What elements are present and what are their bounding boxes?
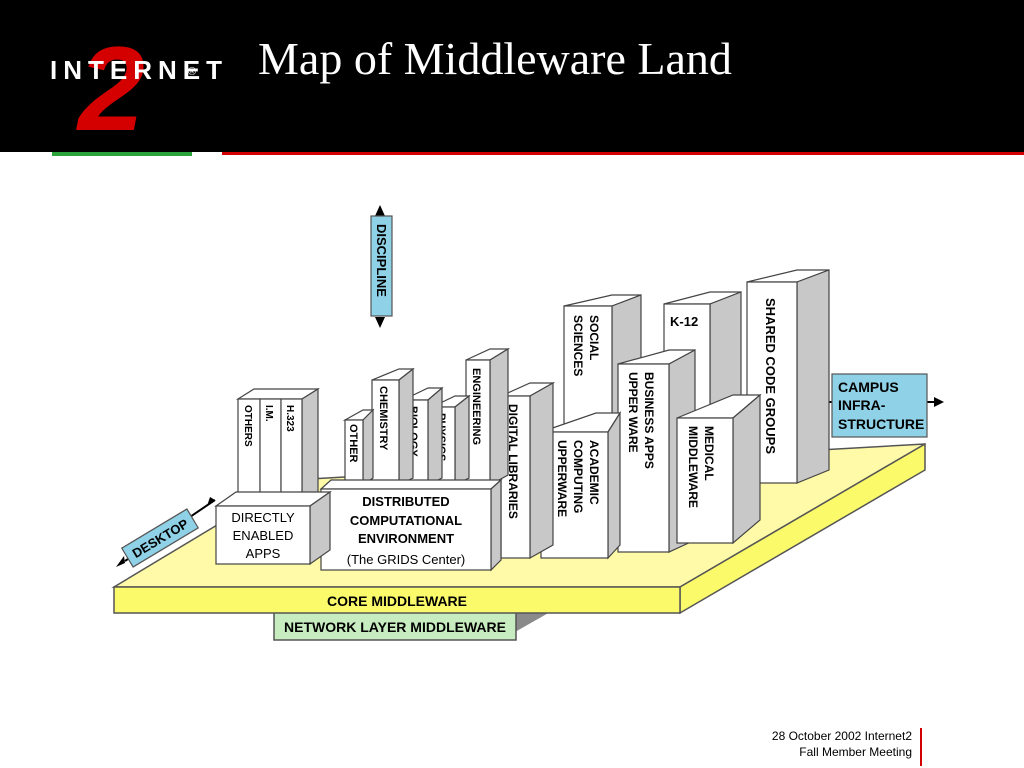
core-middleware-label: CORE MIDDLEWARE <box>327 593 467 609</box>
medical-label-line2: MIDDLEWARE <box>686 426 700 508</box>
social-label-line2: SCIENCES <box>571 315 585 376</box>
core-middleware-slab <box>113 586 681 614</box>
logo-wordmark: INTERNET <box>50 55 228 85</box>
directly-enabled-apps-block: DIRECTLY ENABLED APPS <box>214 490 332 566</box>
digital-libraries-label: DIGITAL LIBRARIES <box>506 404 520 519</box>
logo-numeral-shape: 2 <box>76 22 145 156</box>
directly-label-line1: DIRECTLY <box>231 510 295 525</box>
academic-label-line2: COMPUTING <box>571 440 585 513</box>
distributed-label-line4: (The GRIDS Center) <box>347 552 465 567</box>
footer-accent-bar <box>920 728 922 766</box>
middleware-map-diagram: NETWORK LAYER MIDDLEWARE CORE MIDDLEWARE… <box>0 160 1024 700</box>
social-label-line1: SOCIAL <box>587 315 601 360</box>
business-label-line2: UPPER WARE <box>626 372 640 453</box>
digital-libraries-building: DIGITAL LIBRARIES <box>500 381 556 560</box>
footer-line2: Fall Member Meeting <box>799 745 912 759</box>
header-bar: 2 INTERNET ® Map of Middleware Land <box>0 0 1024 156</box>
directly-label-line3: APPS <box>246 546 281 561</box>
discipline-arrow-down <box>375 317 385 328</box>
academic-label-line3: UPPERWARE <box>555 440 569 517</box>
red-rule <box>222 152 1024 155</box>
campus-label-line1: CAMPUS <box>838 379 899 395</box>
other-label: OTHER <box>347 424 359 463</box>
network-layer-label: NETWORK LAYER MIDDLEWARE <box>284 619 506 635</box>
desktop-arrow-head <box>116 556 125 567</box>
business-label-line1: BUSINESS APPS <box>642 372 656 469</box>
discipline-axis: DISCIPLINE <box>370 205 393 328</box>
footer-line1: 28 October 2002 Internet2 <box>771 729 912 743</box>
distributed-label-line3: ENVIRONMENT <box>358 531 454 546</box>
chemistry-label: CHEMISTRY <box>377 386 389 451</box>
shared-code-label: SHARED CODE GROUPS <box>763 298 778 454</box>
k12-label: K-12 <box>670 314 698 329</box>
medical-label-line1: MEDICAL <box>702 426 716 481</box>
campus-arrow-right <box>934 397 944 407</box>
im-label: I.M. <box>263 405 274 422</box>
diagram-canvas: NETWORK LAYER MIDDLEWARE CORE MIDDLEWARE… <box>111 205 944 641</box>
green-rule <box>52 152 192 156</box>
distributed-label-line1: DISTRIBUTED <box>362 494 449 509</box>
directly-label-line2: ENABLED <box>233 528 294 543</box>
academic-label-line1: ACADEMIC <box>587 440 601 505</box>
campus-label-box <box>831 373 928 438</box>
logo-numeral: 2 <box>76 22 145 152</box>
others-label: OTHERS <box>242 405 253 447</box>
discipline-label: DISCIPLINE <box>374 224 389 297</box>
footer: 28 October 2002 Internet2 Fall Member Me… <box>772 728 912 760</box>
chemistry-building: CHEMISTRY <box>371 367 415 486</box>
other-building: OTHER <box>342 408 375 487</box>
h323-label: H.323 <box>284 405 295 432</box>
internet2-logo: 2 INTERNET ® <box>0 0 230 156</box>
distributed-building: DISTRIBUTED COMPUTATIONAL ENVIRONMENT (T… <box>319 478 503 572</box>
discipline-label-box <box>370 215 393 317</box>
desktop-label-box <box>120 508 200 568</box>
distributed-label-line2: COMPUTATIONAL <box>350 513 462 528</box>
medical-building: MEDICAL MIDDLEWARE <box>676 393 762 545</box>
apps-books: OTHERS I.M. H.323 <box>235 387 321 501</box>
campus-axis: CAMPUS INFRA- STRUCTURE <box>816 373 944 438</box>
page-title: Map of Middleware Land <box>258 33 732 84</box>
campus-label-line2: INFRA- <box>838 397 886 413</box>
logo-registered-mark: ® <box>188 66 197 78</box>
engineering-label: ENGINEERING <box>470 368 482 445</box>
engineering-building: ENGINEERING <box>465 347 511 487</box>
desktop-arrow-tail <box>207 497 215 506</box>
discipline-arrow-up <box>375 205 385 216</box>
campus-label-line3: STRUCTURE <box>838 416 924 432</box>
